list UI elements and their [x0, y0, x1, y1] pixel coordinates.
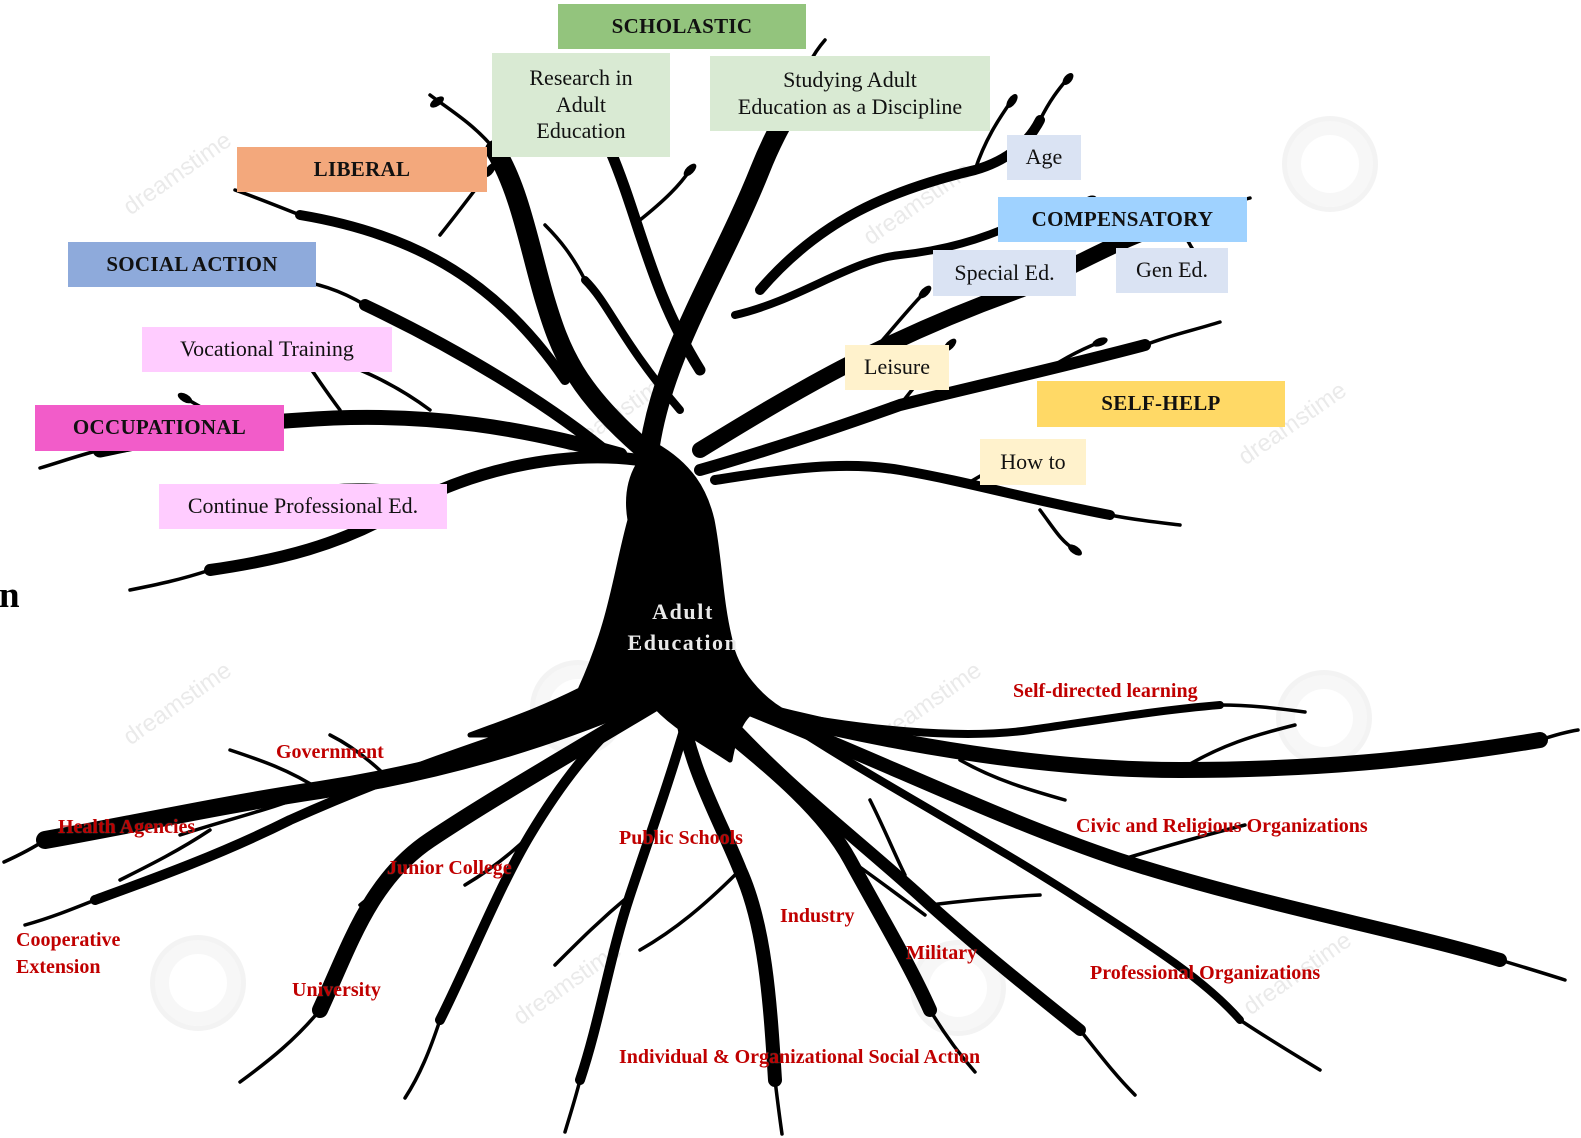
upper-branch [295, 210, 570, 385]
root-label-junior-college: Junior College [387, 857, 512, 879]
root-label-health-agencies: Health Agencies [58, 816, 196, 838]
category-scholastic: SCHOLASTIC [558, 4, 806, 49]
upper-branch [359, 299, 616, 461]
root-label-self-directed-learning: Self-directed learning [1013, 680, 1198, 702]
subtopic-how-to: How to [980, 439, 1086, 485]
subtopic-leisure: Leisure [845, 345, 949, 390]
root-label-military: Military [906, 942, 978, 964]
subtopic-research-in-adult-education: Research in Adult Education [492, 53, 670, 157]
category-compensatory: COMPENSATORY [998, 197, 1247, 242]
root-label-public-schools: Public Schools [619, 827, 743, 849]
root-label-professional-organizations: Professional Organizations [1090, 962, 1321, 984]
upper-branch [731, 218, 1024, 319]
category-self-help: SELF-HELP [1037, 381, 1285, 427]
watermark-logo [150, 935, 246, 1031]
upper-branch [604, 144, 706, 376]
root-label-university: University [292, 979, 381, 1001]
upper-branch [485, 140, 655, 460]
upper-branch [581, 276, 684, 414]
subtopic-special-ed: Special Ed. [933, 250, 1076, 296]
category-social-action: SOCIAL ACTION [68, 242, 316, 287]
upper-branch [692, 212, 1188, 458]
trunk-label: Adult Education [627, 599, 739, 656]
root-label-government: Government [276, 741, 384, 763]
root-label-civic-religious-organizations: Civic and Religious Organizations [1076, 815, 1368, 837]
subtopic-studying-adult-education: Studying Adult Education as a Discipline [710, 56, 990, 131]
category-liberal: LIBERAL [237, 147, 487, 192]
subtopic-age: Age [1007, 135, 1081, 180]
fine-roots [2, 703, 1580, 1136]
subtopic-vocational-training: Vocational Training [142, 327, 392, 372]
watermark-logo [1282, 116, 1378, 212]
root-system [36, 686, 1548, 1087]
cropped-heading-fragment: n [0, 575, 20, 616]
category-occupational: OCCUPATIONAL [35, 405, 284, 451]
root-label-industry: Industry [780, 905, 855, 927]
root-label-cooperative-extension: Cooperative Extension [16, 929, 121, 978]
subtopic-gen-ed: Gen Ed. [1116, 248, 1228, 293]
subtopic-continue-professional-ed: Continue Professional Ed. [159, 484, 447, 529]
upper-branch [710, 460, 1115, 520]
root-label-individual-organizational-social-action: Individual & Organizational Social Actio… [619, 1046, 981, 1068]
